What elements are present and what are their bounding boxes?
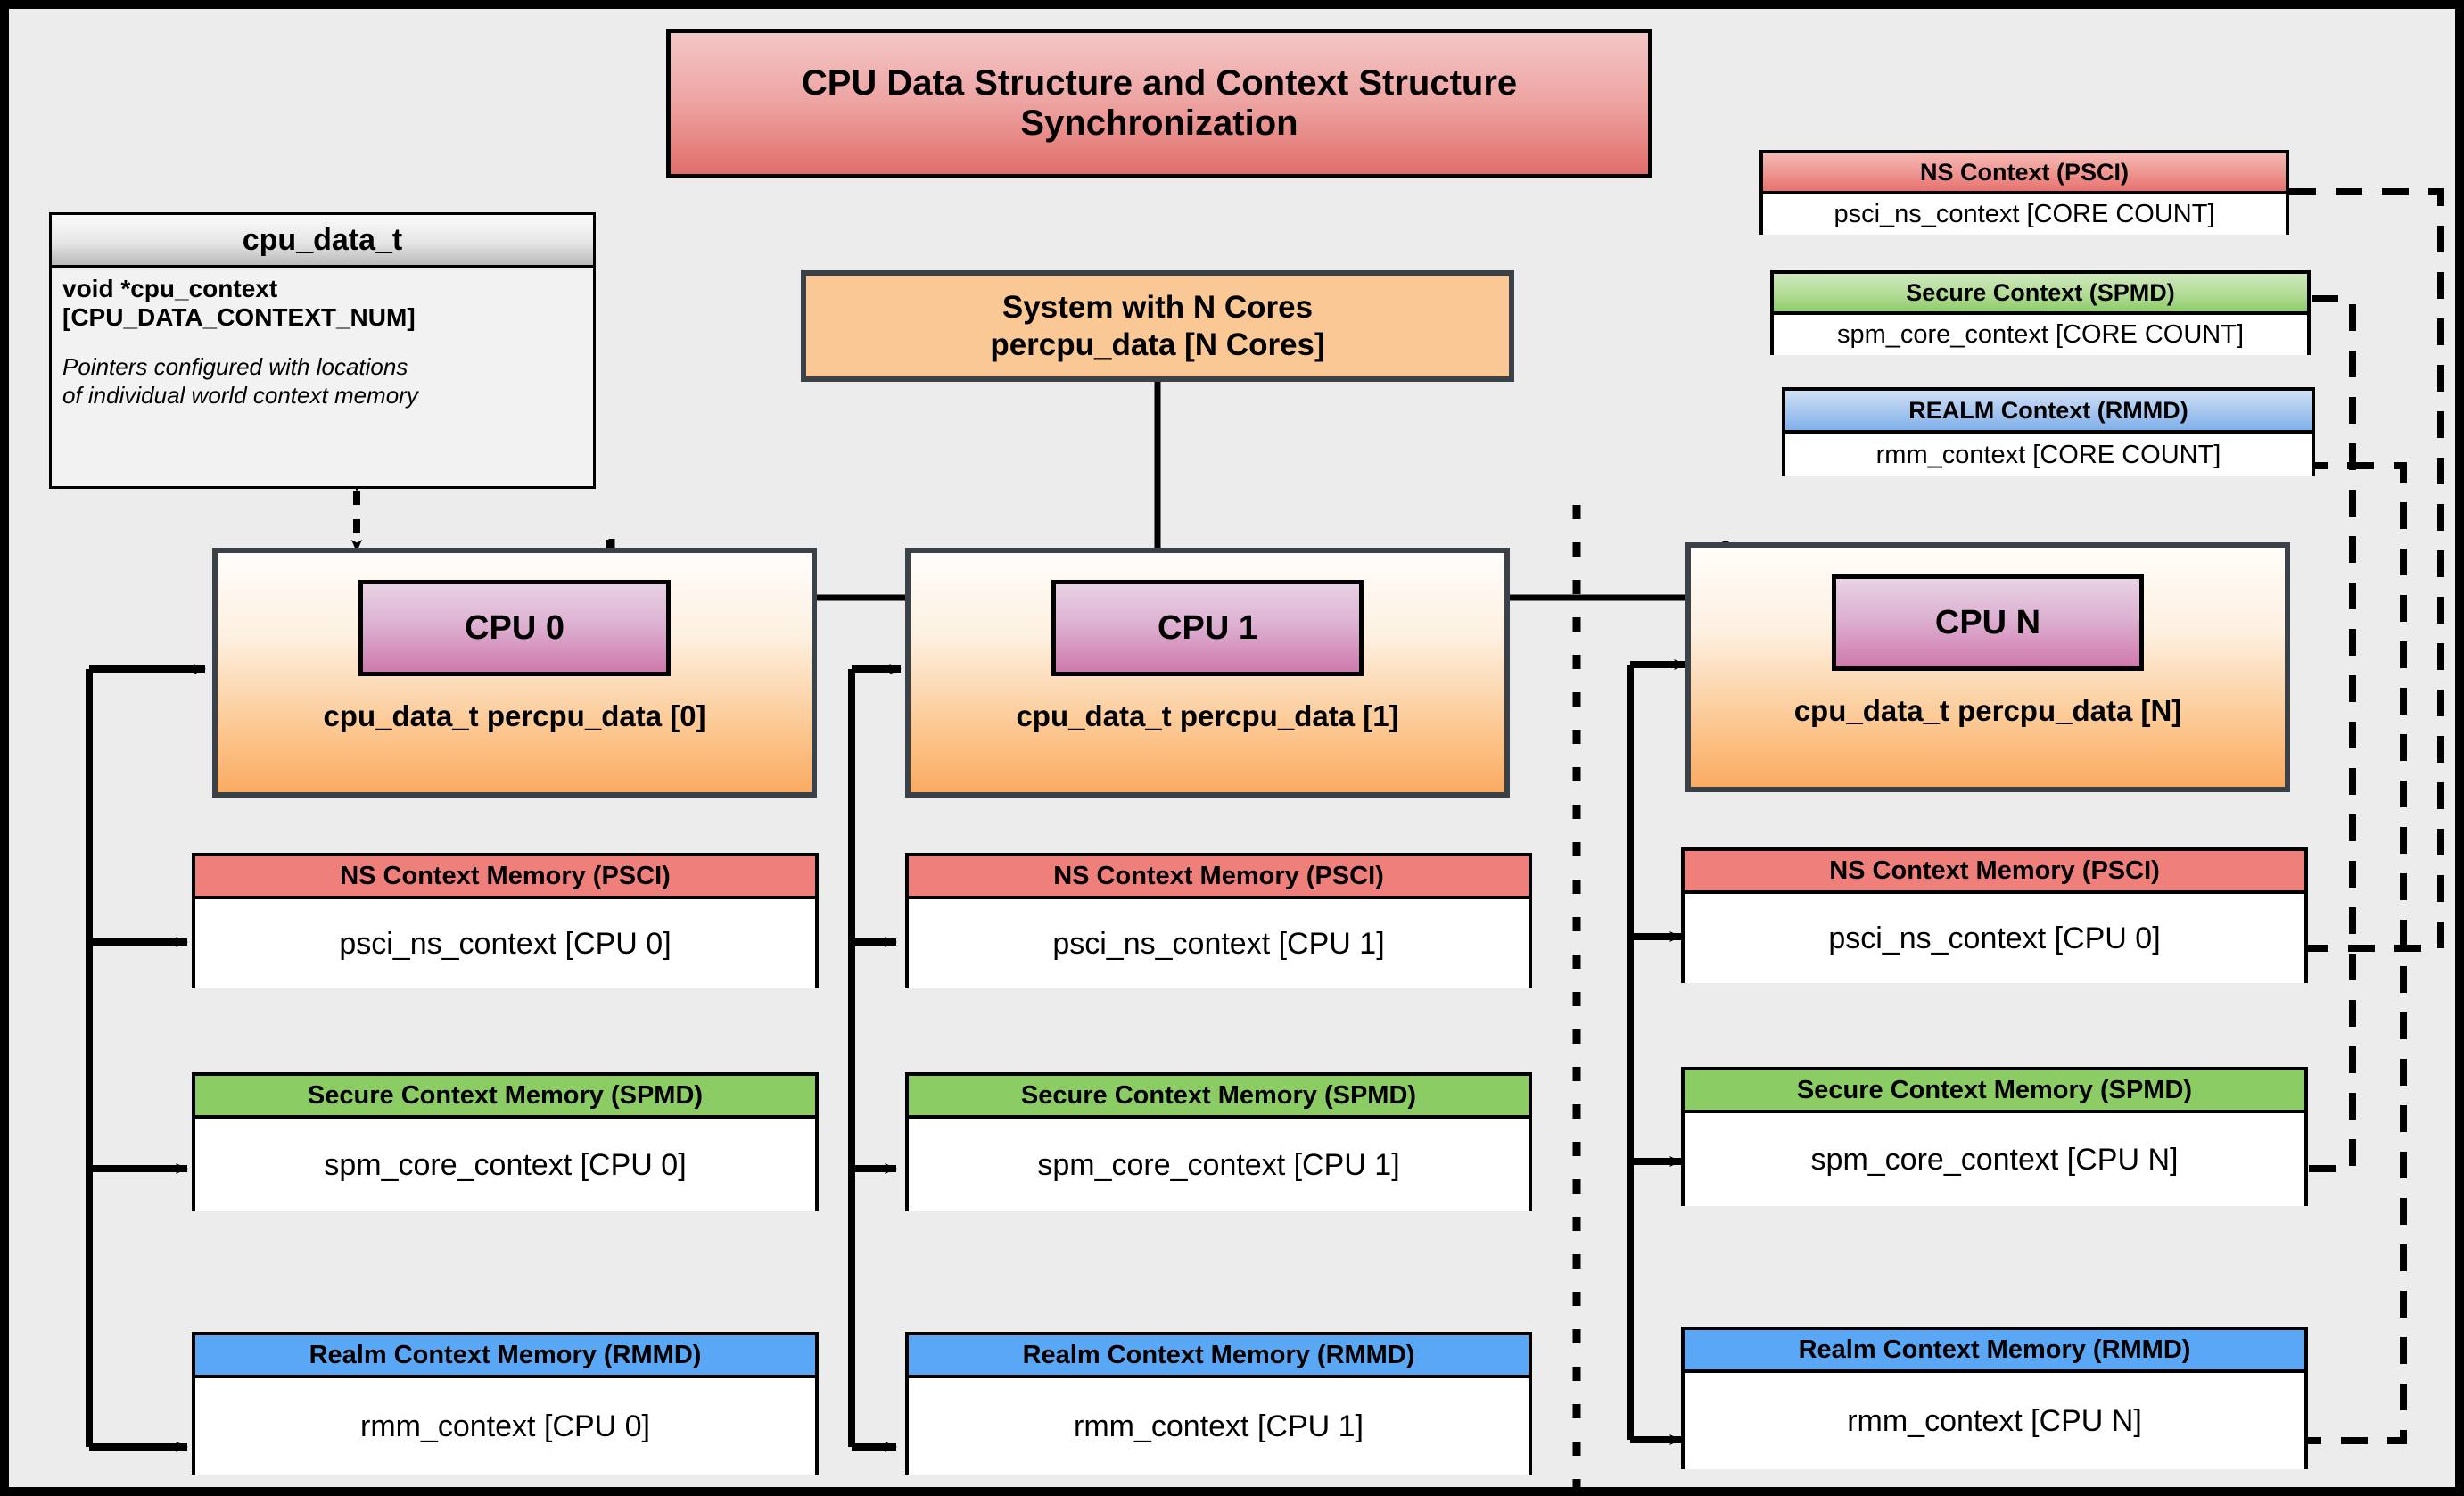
- cpu1-secure-context-memory-header: Secure Context Memory (SPMD): [909, 1076, 1529, 1119]
- cpu1-pointer-bus: [848, 664, 902, 1452]
- system-box: System with N Cores percpu_data [N Cores…: [801, 270, 1514, 382]
- cpu-percpu-label-0: cpu_data_t percpu_data [0]: [323, 699, 706, 732]
- cpu0-pointer-bus: [86, 664, 206, 1452]
- global-context-routing: [2288, 188, 2444, 1444]
- cpu-data-t-note-line-1: Pointers configured with locations: [62, 352, 408, 380]
- cpun-ns-context-memory: NS Context Memory (PSCI) psci_ns_context…: [1681, 847, 2308, 983]
- system-line-1: System with N Cores: [1001, 289, 1314, 325]
- page-title: CPU Data Structure and Context Structure…: [666, 29, 1652, 178]
- global-context-ns-header: NS Context (PSCI): [1763, 153, 2286, 194]
- global-context-secure-body: spm_core_context [CORE COUNT]: [1774, 315, 2307, 355]
- cpun-ns-context-memory-header: NS Context Memory (PSCI): [1685, 851, 2304, 894]
- cpun-secure-context-memory-body: spm_core_context [CPU N]: [1685, 1113, 2304, 1206]
- cpun-realm-context-memory-body: rmm_context [CPU N]: [1685, 1373, 2304, 1469]
- cpun-realm-context-memory-header: Realm Context Memory (RMMD): [1685, 1330, 2304, 1373]
- cpu-data-t-body: void *cpu_context [CPU_DATA_CONTEXT_NUM]…: [52, 268, 593, 422]
- cpu-percpu-label-1: cpu_data_t percpu_data [1]: [1016, 699, 1399, 732]
- global-context-secure-header: Secure Context (SPMD): [1774, 274, 2307, 315]
- system-line-2: percpu_data [N Cores]: [990, 326, 1325, 362]
- global-context-secure: Secure Context (SPMD) spm_core_context […: [1770, 270, 2311, 355]
- cpu0-realm-context-memory: Realm Context Memory (RMMD) rmm_context …: [192, 1332, 819, 1475]
- cpu0-secure-context-memory-body: spm_core_context [CPU 0]: [195, 1119, 815, 1211]
- cpu1-ns-context-memory: NS Context Memory (PSCI) psci_ns_context…: [905, 853, 1532, 988]
- page-title-line-1: CPU Data Structure and Context Structure: [801, 63, 1518, 103]
- cpu-chip-0: CPU 0: [358, 580, 671, 676]
- cpun-ns-context-memory-body: psci_ns_context [CPU 0]: [1685, 894, 2304, 983]
- cpu0-realm-context-memory-body: rmm_context [CPU 0]: [195, 1378, 815, 1475]
- cpu1-secure-context-memory-body: spm_core_context [CPU 1]: [909, 1119, 1529, 1211]
- cpu1-realm-context-memory-header: Realm Context Memory (RMMD): [909, 1335, 1529, 1378]
- cpun-realm-context-memory: Realm Context Memory (RMMD) rmm_context …: [1681, 1327, 2308, 1469]
- cpun-secure-context-memory-header: Secure Context Memory (SPMD): [1685, 1070, 2304, 1113]
- cpu0-ns-context-memory-header: NS Context Memory (PSCI): [195, 856, 815, 899]
- cpu1-secure-context-memory: Secure Context Memory (SPMD) spm_core_co…: [905, 1072, 1532, 1211]
- cpu0-secure-context-memory-header: Secure Context Memory (SPMD): [195, 1076, 815, 1119]
- page-title-line-2: Synchronization: [1020, 103, 1298, 143]
- global-context-realm: REALM Context (RMMD) rmm_context [CORE C…: [1782, 387, 2315, 476]
- cpu1-ns-context-memory-body: psci_ns_context [CPU 1]: [909, 899, 1529, 988]
- cpu-data-t-field-line-1: void *cpu_context: [62, 275, 278, 302]
- cpu-card-1: CPU 1 cpu_data_t percpu_data [1]: [905, 548, 1510, 798]
- cpu1-ns-context-memory-header: NS Context Memory (PSCI): [909, 856, 1529, 899]
- cpu-data-t-field-line-2: [CPU_DATA_CONTEXT_NUM]: [62, 302, 416, 331]
- cpu-data-t-header: cpu_data_t: [52, 215, 593, 268]
- cpun-pointer-bus: [1627, 659, 1686, 1445]
- cpun-secure-context-memory: Secure Context Memory (SPMD) spm_core_co…: [1681, 1067, 2308, 1206]
- global-context-realm-body: rmm_context [CORE COUNT]: [1785, 434, 2312, 476]
- cpu-card-0: CPU 0 cpu_data_t percpu_data [0]: [212, 548, 817, 798]
- cpu-chip-n: CPU N: [1832, 574, 2144, 671]
- global-context-realm-header: REALM Context (RMMD): [1785, 391, 2312, 434]
- cpu0-secure-context-memory: Secure Context Memory (SPMD) spm_core_co…: [192, 1072, 819, 1211]
- cpu1-realm-context-memory: Realm Context Memory (RMMD) rmm_context …: [905, 1332, 1532, 1475]
- cpu-chip-1: CPU 1: [1051, 580, 1364, 676]
- global-context-ns-body: psci_ns_context [CORE COUNT]: [1763, 194, 2286, 235]
- cpu-percpu-label-n: cpu_data_t percpu_data [N]: [1793, 694, 2182, 727]
- cpu0-ns-context-memory-body: psci_ns_context [CPU 0]: [195, 899, 815, 988]
- cpu-card-n: CPU N cpu_data_t percpu_data [N]: [1685, 542, 2290, 792]
- cpu-data-t-note-line-2: of individual world context memory: [62, 382, 418, 409]
- global-context-ns: NS Context (PSCI) psci_ns_context [CORE …: [1759, 150, 2289, 235]
- cpu-data-t-struct: cpu_data_t void *cpu_context [CPU_DATA_C…: [49, 212, 596, 489]
- cpu1-realm-context-memory-body: rmm_context [CPU 1]: [909, 1378, 1529, 1475]
- cpu0-ns-context-memory: NS Context Memory (PSCI) psci_ns_context…: [192, 853, 819, 988]
- cpu0-realm-context-memory-header: Realm Context Memory (RMMD): [195, 1335, 815, 1378]
